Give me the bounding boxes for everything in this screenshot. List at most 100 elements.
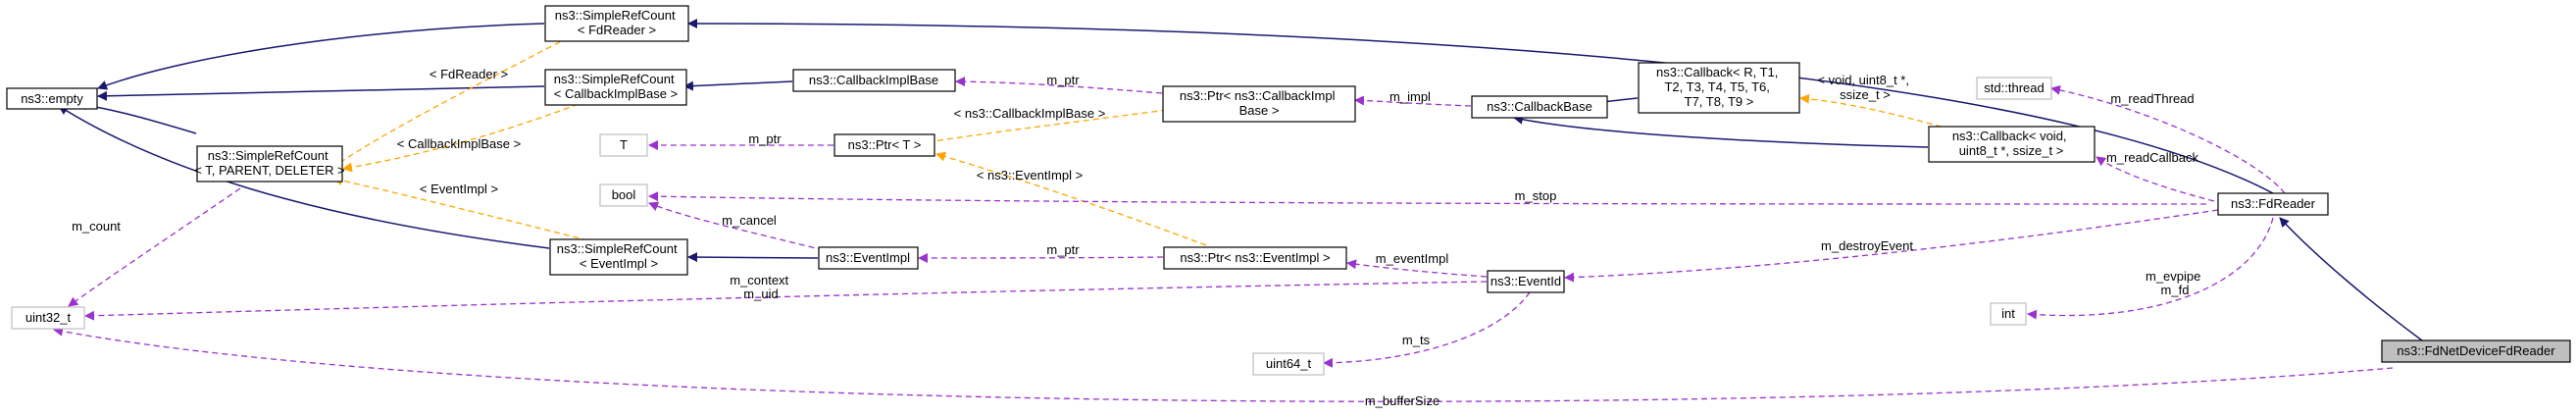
- svg-text:< ns3::CallbackImplBase >: < ns3::CallbackImplBase >: [954, 106, 1106, 121]
- svg-text:m_evpipe m_fd: m_evpipe m_fd: [2146, 269, 2204, 297]
- svg-text:ns3::Ptr< ns3::EventImpl >: ns3::Ptr< ns3::EventImpl >: [1180, 250, 1330, 265]
- svg-text:m_ptr: m_ptr: [1046, 242, 1080, 257]
- edge-label-m-readthread: m_readThread: [2110, 91, 2194, 106]
- svg-text:std::thread: std::thread: [1984, 80, 2044, 95]
- node-bool[interactable]: bool: [599, 183, 648, 207]
- edge-label-m-buffersize: m_bufferSize: [1365, 393, 1440, 408]
- svg-text:m_context m_uid: m_context m_uid: [730, 273, 792, 301]
- node-label-line: ns3::EventImpl: [826, 250, 910, 265]
- node-label-line: T2, T3, T4, T5, T6,: [1664, 79, 1769, 94]
- edge-label-line: < FdReader >: [429, 67, 508, 81]
- edge-use-mdestroyevent: [1564, 209, 2219, 283]
- edge-use-mbuffersize: [53, 326, 2394, 402]
- edge-label-void-template: < void, uint8_t *, ssize_t >: [1817, 73, 1912, 102]
- node-simplerefcount-callbackimplbase[interactable]: ns3::SimpleRefCount < CallbackImplBase >: [544, 69, 687, 106]
- edge-label-line: m_ptr: [748, 131, 782, 146]
- svg-text:uint64_t: uint64_t: [1266, 356, 1312, 371]
- node-fdnetdevicefdreader[interactable]: ns3::FdNetDeviceFdReader: [2381, 339, 2571, 363]
- node-label-line: T7, T8, T9 >: [1685, 94, 1754, 109]
- edge-label-line: m_destroyEvent: [1821, 238, 1913, 253]
- edge-label-m-destroyevent: m_destroyEvent: [1821, 238, 1913, 253]
- svg-text:ns3::SimpleRefCount < T,: ns3::SimpleRefCount < T, PARENT, DELETER…: [194, 148, 344, 178]
- svg-text:ns3::CallbackBase: ns3::CallbackBase: [1487, 99, 1592, 114]
- svg-text:ns3::Ptr< ns3::CallbackImpl: ns3::Ptr< ns3::CallbackImpl Base >: [1180, 88, 1339, 118]
- edge-label-line: m_uid: [743, 287, 778, 301]
- edge-label-line: m_evpipe: [2146, 269, 2200, 284]
- edge-label-line: < CallbackImplBase >: [397, 136, 521, 151]
- edge-template-eventimpl: [332, 176, 589, 241]
- edge-inherit-eventimpl-srceventimpl: [687, 252, 819, 263]
- node-ptr-eventimpl[interactable]: ns3::Ptr< ns3::EventImpl >: [1163, 246, 1347, 270]
- edge-inherit-srccallback-empty: [97, 85, 545, 101]
- node-label-line: < CallbackImplBase >: [554, 86, 678, 101]
- svg-text:m_ptr: m_ptr: [1046, 73, 1080, 87]
- edge-use-mcount: [68, 187, 241, 307]
- svg-text:< void, uint8_t *, ssize: < void, uint8_t *, ssize_t >: [1817, 73, 1912, 102]
- svg-text:m_ptr: m_ptr: [748, 131, 782, 146]
- node-simplerefcount-eventimpl[interactable]: ns3::SimpleRefCount < EventImpl >: [549, 238, 688, 276]
- node-uint32-t[interactable]: uint32_t: [11, 306, 85, 330]
- svg-text:ns3::EventId: ns3::EventId: [1490, 274, 1561, 288]
- edge-label-line: m_eventImpl: [1376, 251, 1449, 266]
- node-label-line: ns3::Callback< void,: [1952, 129, 2067, 143]
- edge-label-eventimpl-ptr-template: < ns3::EventImpl >: [977, 168, 1083, 182]
- edge-label-m-ptr-event: m_ptr: [1046, 242, 1080, 257]
- edge-label-line: m_cancel: [722, 213, 777, 228]
- svg-text:ns3::FdReader: ns3::FdReader: [2231, 196, 2316, 211]
- edge-label-line: < ns3::EventImpl >: [977, 168, 1083, 182]
- edge-inherit-callbackimplbase-srccallback: [683, 80, 793, 91]
- node-eventid[interactable]: ns3::EventId: [1487, 270, 1565, 293]
- svg-text:m_cancel: m_cancel: [722, 213, 777, 228]
- node-simplerefcount-fdreader[interactable]: ns3::SimpleRefCount < FdReader >: [544, 5, 689, 42]
- edge-label-line: m_bufferSize: [1365, 393, 1440, 408]
- edge-label-line: < EventImpl >: [420, 182, 498, 196]
- node-ns3-empty[interactable]: ns3::empty: [6, 87, 98, 110]
- node-std-thread[interactable]: std::thread: [1976, 77, 2052, 100]
- svg-text:int: int: [2001, 306, 2015, 321]
- node-label-line: ns3::SimpleRefCount: [555, 8, 676, 23]
- node-callback-template[interactable]: ns3::Callback< R, T1, T2, T3, T4, T5, T6…: [1638, 62, 1800, 114]
- edge-label-eventimpl-template: < EventImpl >: [420, 182, 498, 196]
- edge-label-m-ts: m_ts: [1402, 333, 1431, 347]
- edge-use-mts: [1323, 291, 1531, 368]
- node-t[interactable]: T: [599, 133, 648, 157]
- edge-label-line: m_ptr: [1046, 73, 1080, 87]
- node-callback-void[interactable]: ns3::Callback< void, uint8_t *, ssize_t …: [1928, 126, 2096, 163]
- edge-label-line: m_stop: [1515, 188, 1557, 203]
- node-label-line: bool: [612, 187, 636, 202]
- edge-label-m-impl: m_impl: [1389, 89, 1431, 104]
- node-int[interactable]: int: [1990, 302, 2027, 326]
- node-simplerefcount-template[interactable]: ns3::SimpleRefCount < T, PARENT, DELETER…: [194, 145, 345, 182]
- node-uint64-t[interactable]: uint64_t: [1252, 352, 1325, 376]
- svg-text:m_count: m_count: [72, 219, 121, 234]
- edge-label-line: ssize_t >: [1840, 87, 1891, 102]
- node-label-line: uint64_t: [1266, 356, 1312, 371]
- edge-use-mptr-event: [918, 252, 1164, 263]
- node-fdreader[interactable]: ns3::FdReader: [2217, 192, 2329, 216]
- node-callbackbase[interactable]: ns3::CallbackBase: [1471, 95, 1608, 119]
- svg-text:uint32_t: uint32_t: [25, 310, 72, 325]
- node-ptr-callbackimplbase[interactable]: ns3::Ptr< ns3::CallbackImpl Base >: [1162, 85, 1356, 123]
- node-eventimpl[interactable]: ns3::EventImpl: [818, 246, 919, 270]
- node-label-line: uint8_t *, ssize_t >: [1959, 143, 2064, 158]
- edge-label-m-stop: m_stop: [1515, 188, 1557, 203]
- node-label-line: ns3::CallbackImplBase: [809, 73, 938, 87]
- svg-text:< CallbackImplBase >: < CallbackImplBase >: [397, 136, 521, 151]
- edge-use-mstop: [648, 191, 2207, 205]
- edge-use-mreadthread: [2050, 84, 2286, 194]
- edge-label-m-count: m_count: [72, 219, 121, 234]
- edge-label-line: m_ptr: [1046, 242, 1080, 257]
- node-label-line: ns3::Ptr< T >: [848, 137, 922, 152]
- edge-use-mevpipe-mfd: [2027, 217, 2274, 320]
- edge-inherit-srceventimpl-empty: [58, 105, 550, 249]
- node-ptr-t[interactable]: ns3::Ptr< T >: [833, 133, 935, 157]
- node-label-line: ns3::SimpleRefCount: [557, 241, 678, 256]
- node-label-line: ns3::FdNetDeviceFdReader: [2397, 343, 2555, 358]
- svg-text:ns3::Callback< R, T1, T2: ns3::Callback< R, T1, T2, T3, T4, T5, T6…: [1656, 65, 1782, 109]
- node-label-line: < FdReader >: [578, 23, 656, 37]
- svg-text:m_readThread: m_readThread: [2110, 91, 2194, 106]
- node-callbackimplbase[interactable]: ns3::CallbackImplBase: [792, 69, 956, 92]
- edge-label-m-eventimpl: m_eventImpl: [1376, 251, 1449, 266]
- svg-text:ns3::SimpleRefCount < Fd: ns3::SimpleRefCount < FdReader >: [555, 8, 679, 37]
- node-label-line: ns3::Ptr< ns3::EventImpl >: [1180, 250, 1330, 265]
